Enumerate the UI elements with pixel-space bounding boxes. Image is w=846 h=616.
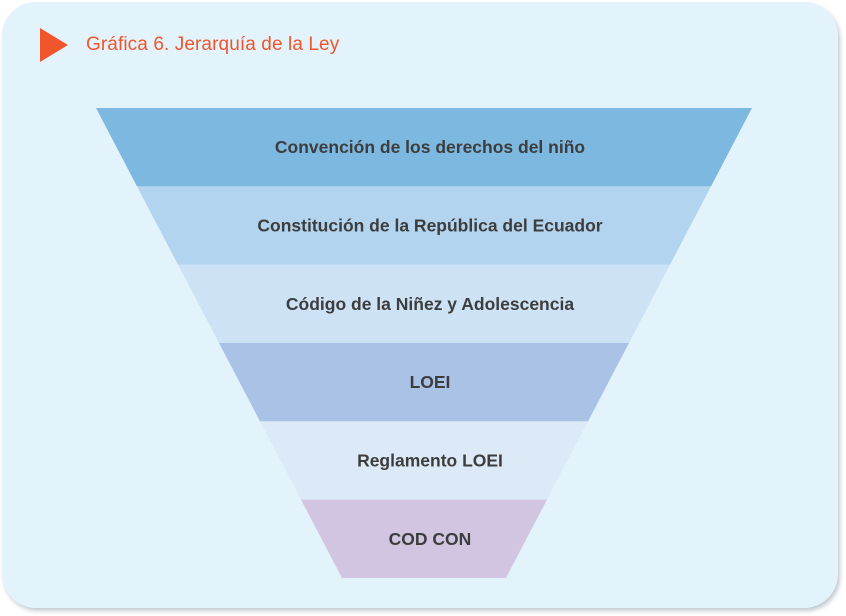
diagram-title: Gráfica 6. Jerarquía de la Ley <box>86 34 340 55</box>
title-row: Gráfica 6. Jerarquía de la Ley <box>40 28 339 62</box>
funnel-tier-5 <box>260 421 588 500</box>
funnel-tier-6 <box>301 499 547 578</box>
funnel-tier-1-label: Convención de los derechos del niño <box>275 137 585 157</box>
play-triangle-icon <box>40 28 68 62</box>
funnel-tier-3-label: Código de la Niñez y Adolescencia <box>286 294 574 314</box>
funnel-tier-5-label: Reglamento LOEI <box>357 451 503 471</box>
funnel-tier-2 <box>137 186 711 265</box>
funnel-tier-1 <box>96 108 752 187</box>
funnel-tier-2-label: Constitución de la República del Ecuador <box>257 216 602 236</box>
funnel-tier-4 <box>219 343 629 422</box>
funnel-tier-4-label: LOEI <box>410 372 451 392</box>
funnel-tier-3 <box>178 264 670 343</box>
funnel-tier-6-label: COD CON <box>389 529 472 549</box>
